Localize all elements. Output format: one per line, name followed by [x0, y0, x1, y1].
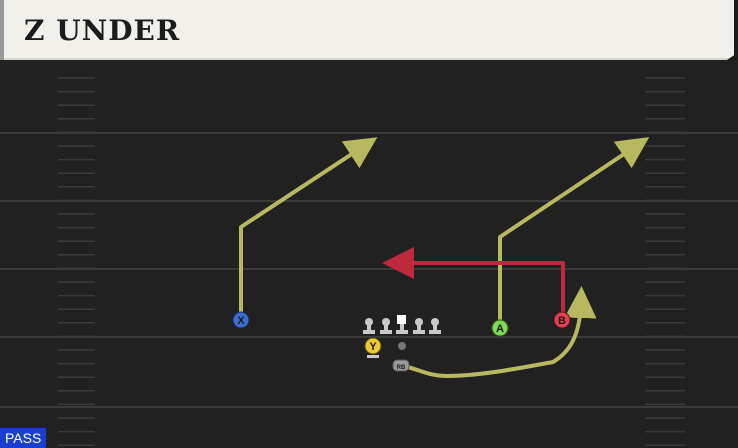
play-title: Z UNDER [24, 14, 181, 47]
player-x[interactable]: X [232, 311, 250, 329]
player-rb-label: RB [397, 365, 406, 371]
lineman-icon [380, 318, 392, 334]
quarterback-icon [398, 342, 406, 350]
lineman-icon [429, 318, 441, 334]
yard-lines [0, 132, 738, 408]
play-type-badge: PASS [0, 428, 47, 448]
player-b-label: B [558, 315, 566, 327]
play-field[interactable]: X A B Y RB [0, 60, 738, 448]
center-icon [396, 315, 408, 334]
route-a [498, 137, 650, 328]
lineman-icon [363, 318, 375, 334]
title-accent-stripe [0, 0, 4, 60]
player-a-label: A [496, 323, 504, 335]
offensive-line [363, 315, 441, 334]
route-x [239, 137, 378, 320]
route-rb [402, 286, 597, 378]
header-bar: Z UNDER [0, 0, 738, 60]
play-diagram: X A B Y RB [0, 77, 738, 446]
hash-marks-left [58, 77, 95, 446]
lineman-icon [413, 318, 425, 334]
player-b[interactable]: B [553, 311, 571, 329]
player-y-label: Y [369, 341, 377, 353]
player-x-label: X [237, 315, 245, 327]
title-card: Z UNDER [4, 0, 734, 60]
player-y[interactable]: Y [364, 337, 382, 358]
route-b [382, 247, 565, 319]
hash-marks-right [645, 77, 685, 446]
player-rb[interactable]: RB [392, 359, 410, 372]
routes [239, 137, 650, 378]
player-a[interactable]: A [491, 319, 509, 337]
